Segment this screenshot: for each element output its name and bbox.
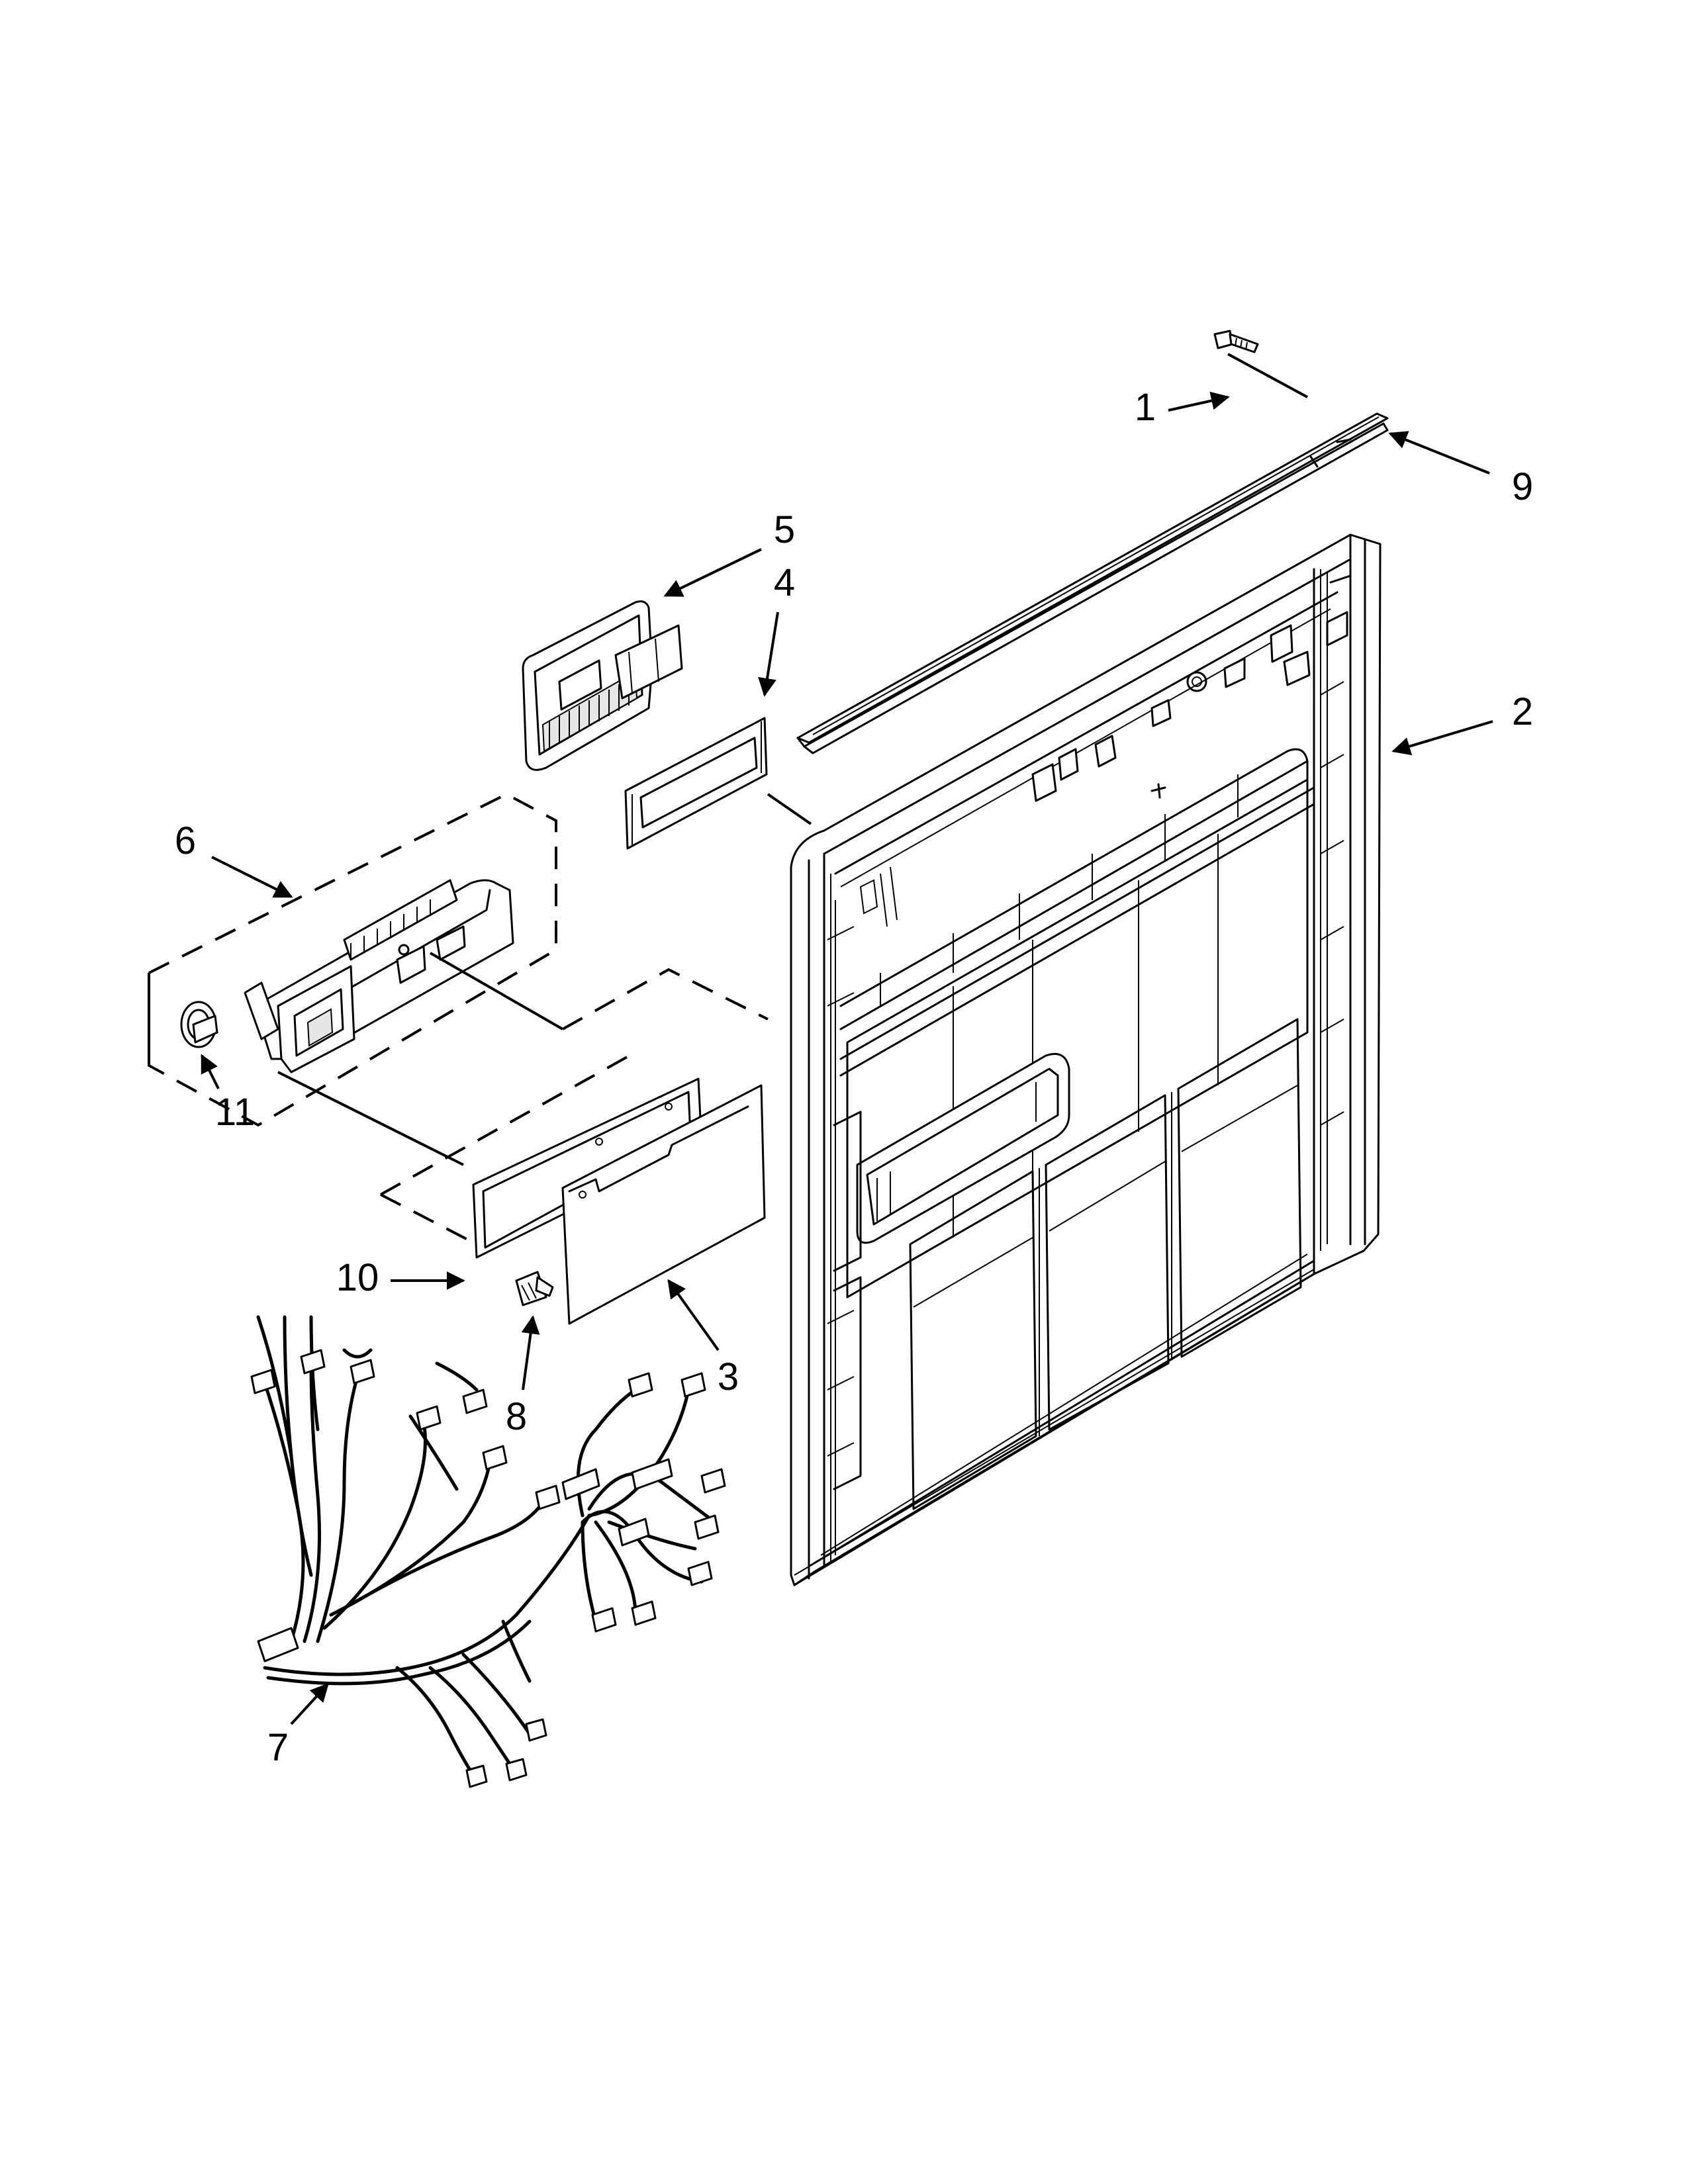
callout-10: 10	[336, 1256, 465, 1299]
callout-1: 1	[1135, 386, 1230, 429]
svg-text:5: 5	[774, 508, 795, 551]
assembly-lines	[277, 353, 1308, 1166]
svg-text:2: 2	[1512, 690, 1533, 733]
callout-6: 6	[175, 819, 293, 898]
part-9-trim-strip	[796, 412, 1389, 754]
callout-2: 2	[1391, 690, 1533, 756]
callout-11: 11	[201, 1054, 255, 1134]
svg-text:6: 6	[175, 819, 196, 862]
callout-4: 4	[758, 561, 795, 697]
part-8-screw	[515, 1271, 554, 1306]
part-5-dispenser-cover	[522, 600, 683, 771]
callout-5: 5	[663, 508, 795, 597]
part-4-dispenser-gasket	[624, 717, 768, 850]
svg-text:10: 10	[336, 1256, 379, 1299]
svg-text:11: 11	[215, 1091, 255, 1134]
callout-9: 9	[1388, 431, 1533, 508]
callout-3: 3	[667, 1279, 739, 1398]
part-2-inner-door-panel	[790, 533, 1382, 1586]
svg-text:1: 1	[1135, 386, 1156, 429]
callout-7: 7	[267, 1682, 329, 1769]
callout-8: 8	[506, 1315, 540, 1438]
part-6-control-housing	[148, 792, 557, 1127]
svg-text:9: 9	[1512, 465, 1533, 508]
part-11-knob	[180, 1001, 218, 1048]
part-1-screw	[1213, 330, 1259, 353]
part-3-control-board	[561, 1084, 766, 1325]
svg-text:8: 8	[506, 1395, 527, 1438]
svg-text:3: 3	[718, 1355, 739, 1398]
svg-text:4: 4	[774, 561, 795, 604]
top-clips	[859, 574, 1352, 927]
part-7-wire-harness	[250, 1315, 726, 1788]
svg-text:7: 7	[267, 1726, 289, 1769]
